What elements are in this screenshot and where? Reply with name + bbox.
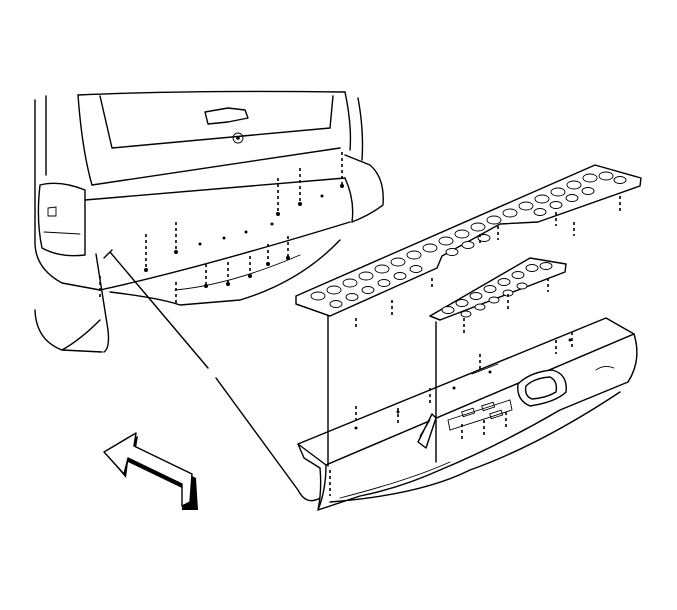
step-pad-left xyxy=(295,164,642,330)
leader-lines xyxy=(103,249,437,502)
rear-bumper xyxy=(297,317,638,511)
step-pad-right xyxy=(429,257,567,334)
direction-arrow-icon xyxy=(103,432,198,510)
vehicle-rear xyxy=(34,90,384,353)
